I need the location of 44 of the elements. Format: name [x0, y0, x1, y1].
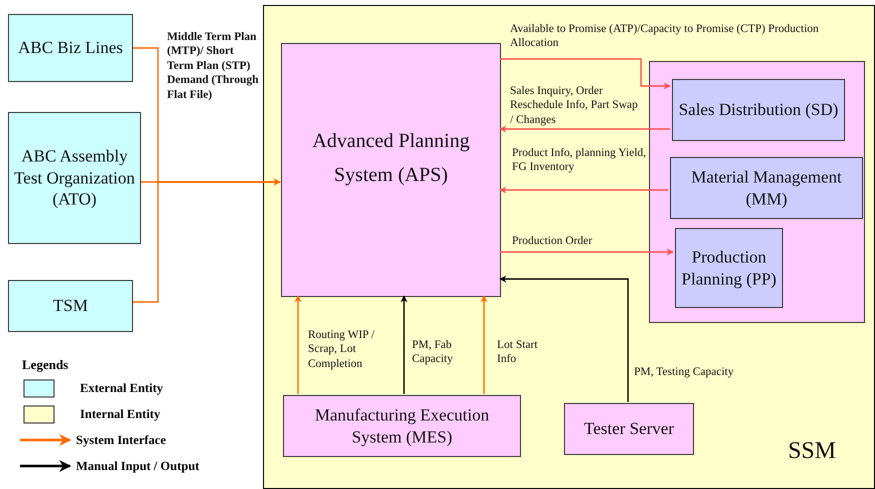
module-box — [672, 79, 845, 141]
node-label: Manufacturing Execution System (MES) — [314, 404, 490, 448]
node-label: ABC Biz Lines — [17, 37, 124, 59]
module-box — [670, 157, 863, 219]
legend-label: External Entity — [80, 381, 163, 396]
system-box — [281, 43, 501, 297]
arrow — [500, 58, 671, 90]
node-label: Material Management (MM) — [690, 166, 843, 210]
arrow — [499, 276, 629, 402]
edge-label: Middle Term Plan (MTP)/ Short Term Plan (STP) Demand (Through Flat File) — [167, 30, 260, 102]
arrow — [480, 295, 488, 394]
legend-label: Internal Entity — [80, 407, 160, 422]
arrow — [500, 248, 674, 256]
legend-title: Legends — [22, 357, 68, 373]
arrow — [133, 178, 281, 303]
system-box — [564, 403, 694, 455]
node-label: Tester Server — [583, 418, 675, 440]
edge-label: Sales Inquiry, Order Reschedule Info, Part Swap / Changes — [510, 84, 638, 128]
node-label: TSM — [52, 295, 89, 317]
system-box — [283, 395, 521, 457]
internal-entity-panel — [263, 5, 875, 489]
module-box — [675, 228, 783, 308]
edge-label: Routing WIP / Scrap, Lot Completion — [308, 328, 376, 372]
edge-label: Production Order — [512, 234, 594, 248]
edge-label: PM, Fab Capacity — [412, 338, 454, 367]
node-label: SSM — [788, 436, 836, 466]
legend-label: Manual Input / Output — [76, 459, 200, 474]
system-group-panel — [649, 61, 865, 323]
node-label: Advanced Planning System (APS) — [311, 129, 471, 188]
legend-label: System Interface — [76, 433, 166, 448]
external-entity-box — [8, 112, 141, 244]
arrow — [499, 186, 668, 194]
edge-label: Product Info, planning Yield, FG Inventory — [512, 146, 648, 175]
node-label: Production Planning (PP) — [680, 246, 778, 290]
edge-label: Available to Promise (ATP)/Capacity to Promise (CTP) Production Allocation — [510, 22, 820, 51]
arrow — [499, 126, 670, 132]
edge-label: PM, Testing Capacity — [634, 365, 735, 380]
node-label: ABC Assembly Test Organization (ATO) — [13, 146, 136, 210]
external-entity-box — [8, 280, 133, 332]
edge-label: Lot Start Info — [497, 338, 539, 367]
node-label: Sales Distribution (SD) — [678, 99, 840, 121]
arrow — [400, 295, 408, 394]
external-entity-box — [8, 14, 133, 82]
arrow — [294, 295, 302, 394]
